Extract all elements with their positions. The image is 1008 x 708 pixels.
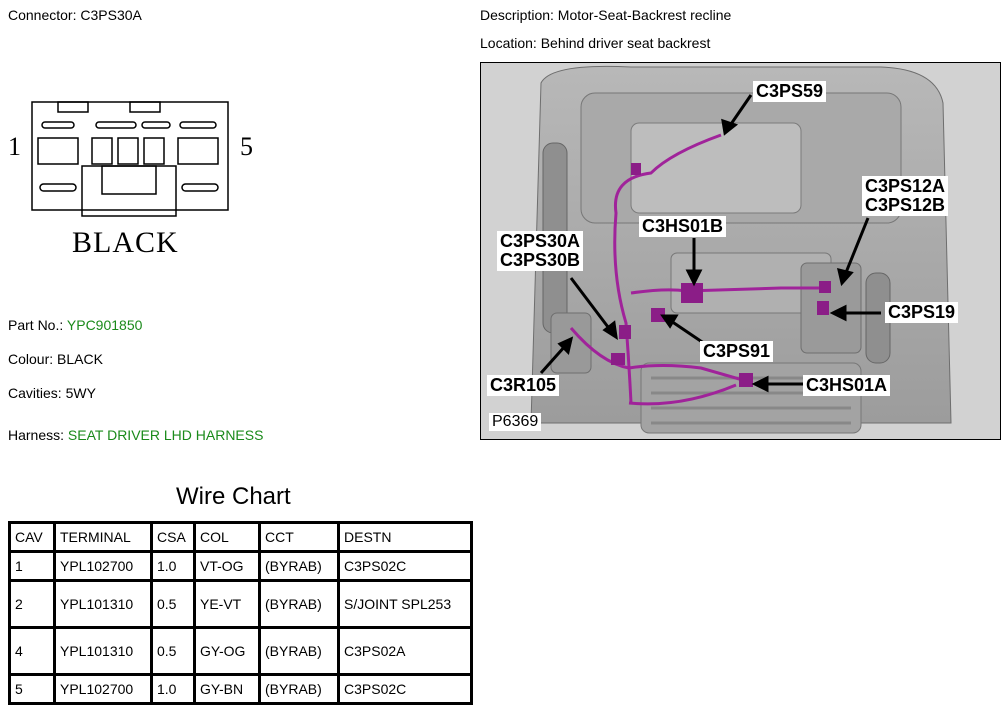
colour: Colour: BLACK — [8, 351, 103, 367]
part-number-link[interactable]: YPC901850 — [66, 317, 143, 333]
cell-csa: 0.5 — [150, 626, 196, 676]
callout-c3ps12: C3PS12A C3PS12B — [862, 176, 949, 216]
callout-c3ps30: C3PS30A C3PS30B — [497, 231, 584, 271]
connector-name: Connector: C3PS30A — [8, 7, 142, 23]
callout-c3ps59: C3PS59 — [753, 81, 827, 102]
cell-terminal: YPL101310 — [53, 626, 153, 676]
header-terminal: TERMINAL — [53, 521, 153, 553]
table-row: 5 YPL102700 1.0 GY-BN (BYRAB) C3PS02C — [8, 673, 473, 705]
callout-c3hs01a: C3HS01A — [803, 375, 891, 396]
cell-csa: 0.5 — [150, 579, 196, 629]
cell-cct: (BYRAB) — [258, 626, 340, 676]
cell-terminal: YPL101310 — [53, 579, 153, 629]
cell-col: GY-BN — [193, 673, 261, 705]
seat-illustration — [481, 63, 1000, 439]
cell-destn: S/JOINT SPL253 — [337, 579, 473, 629]
location-photo: C3PS59 C3PS12A C3PS12B C3HS01B C3PS30A C… — [480, 62, 1001, 440]
callout-c3ps19: C3PS19 — [885, 302, 959, 323]
callout-c3r105: C3R105 — [487, 375, 560, 396]
wire-chart-table: CAV TERMINAL CSA COL CCT DESTN 1 YPL1027… — [8, 521, 473, 705]
cell-cav: 5 — [8, 673, 56, 705]
header-cav: CAV — [8, 521, 56, 553]
part-number-label: Part No.: — [8, 317, 64, 333]
cell-destn: C3PS02C — [337, 673, 473, 705]
cell-col: GY-OG — [193, 626, 261, 676]
connector-color-label: BLACK — [72, 226, 179, 259]
harness-label: Harness: — [8, 427, 65, 443]
table-row: 2 YPL101310 0.5 YE-VT (BYRAB) S/JOINT SP… — [8, 579, 473, 629]
cavities: Cavities: 5WY — [8, 385, 96, 401]
table-row: 4 YPL101310 0.5 GY-OG (BYRAB) C3PS02A — [8, 626, 473, 676]
header-cct: CCT — [258, 521, 340, 553]
part-number-row: Part No.: YPC901850 — [8, 317, 142, 333]
wire-chart-title: Wire Chart — [176, 483, 291, 510]
cell-cav: 1 — [8, 550, 56, 582]
header-col: COL — [193, 521, 261, 553]
cell-destn: C3PS02A — [337, 626, 473, 676]
harness-row: Harness: SEAT DRIVER LHD HARNESS — [8, 427, 263, 443]
table-header-row: CAV TERMINAL CSA COL CCT DESTN — [8, 521, 473, 553]
cell-terminal: YPL102700 — [53, 673, 153, 705]
harness-link[interactable]: SEAT DRIVER LHD HARNESS — [67, 427, 264, 443]
cell-destn: C3PS02C — [337, 550, 473, 582]
photo-id: P6369 — [489, 413, 542, 431]
location: Location: Behind driver seat backrest — [480, 35, 711, 51]
pin-1-label: 1 — [8, 132, 21, 161]
cell-col: YE-VT — [193, 579, 261, 629]
cell-cav: 2 — [8, 579, 56, 629]
header-destn: DESTN — [337, 521, 473, 553]
cell-cct: (BYRAB) — [258, 673, 340, 705]
cell-cct: (BYRAB) — [258, 579, 340, 629]
pin-5-label: 5 — [240, 132, 253, 161]
cell-cct: (BYRAB) — [258, 550, 340, 582]
description: Description: Motor-Seat-Backrest recline — [480, 7, 732, 23]
cell-csa: 1.0 — [150, 550, 196, 582]
callout-c3hs01b: C3HS01B — [639, 216, 727, 237]
callout-c3ps91: C3PS91 — [700, 341, 774, 362]
cell-terminal: YPL102700 — [53, 550, 153, 582]
table-row: 1 YPL102700 1.0 VT-OG (BYRAB) C3PS02C — [8, 550, 473, 582]
cell-col: VT-OG — [193, 550, 261, 582]
cell-csa: 1.0 — [150, 673, 196, 705]
connector-face-diagram — [31, 101, 229, 217]
cell-cav: 4 — [8, 626, 56, 676]
header-csa: CSA — [150, 521, 196, 553]
